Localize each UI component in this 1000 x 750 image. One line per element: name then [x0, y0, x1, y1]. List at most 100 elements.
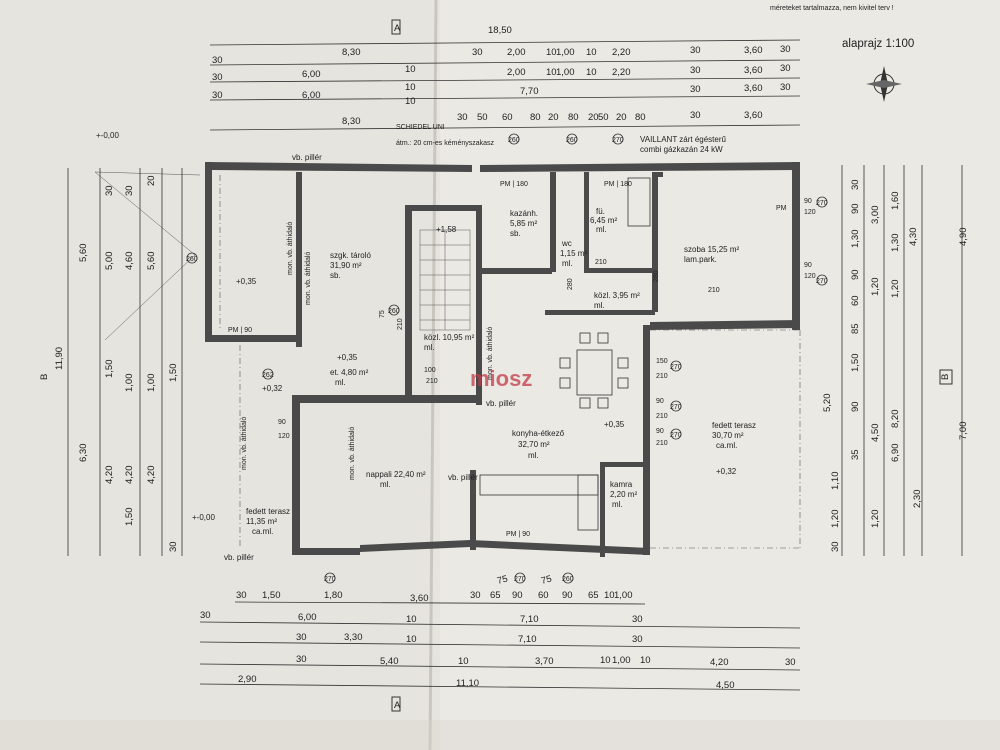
section-marker-right: B [939, 369, 953, 385]
svg-text:35: 35 [850, 449, 861, 460]
svg-text:30: 30 [212, 90, 223, 101]
svg-text:20: 20 [588, 112, 599, 123]
svg-text:4,60: 4,60 [124, 252, 135, 271]
svg-text:1,00: 1,00 [614, 590, 633, 601]
svg-text:30,70 m²: 30,70 m² [712, 431, 744, 440]
svg-text:11,90: 11,90 [54, 347, 65, 370]
svg-text:30: 30 [457, 112, 468, 123]
svg-text:5,20: 5,20 [822, 394, 833, 413]
svg-text:210: 210 [656, 373, 668, 380]
opening-numbers: 280 210 280 210 90 120 90 120 150 210 90… [278, 198, 816, 447]
svg-text:kazánh.: kazánh. [510, 209, 538, 218]
svg-text:90: 90 [804, 262, 812, 269]
svg-text:30: 30 [632, 634, 643, 645]
svg-text:75: 75 [379, 310, 386, 318]
level-terrace-left: +0,32 [262, 384, 283, 393]
overall-width: 18,50 [488, 25, 512, 36]
section-marker-left: B [39, 374, 50, 380]
north-arrow-icon [866, 66, 902, 102]
chimney-note: SCHIEDEL UNI [396, 124, 445, 131]
svg-text:6,30: 6,30 [78, 444, 89, 463]
svg-text:30: 30 [830, 541, 841, 552]
room-bath: fü. 6,45 m² ml. [590, 207, 617, 234]
svg-text:2,20: 2,20 [612, 67, 631, 78]
window-pm-bottom: PM | 90 [506, 531, 530, 538]
svg-text:ml.: ml. [562, 259, 573, 268]
svg-text:5,00: 5,00 [104, 252, 115, 271]
window-pm-bath: PM | 180 [604, 181, 632, 188]
svg-text:6,90: 6,90 [890, 444, 901, 463]
svg-text:1,15 m²: 1,15 m² [560, 249, 587, 258]
svg-text:210: 210 [656, 440, 668, 447]
top-dimension-chains: 18,50 8,30 30 2,00 10 1,00 10 2,20 30 3,… [209, 25, 801, 131]
svg-text:270: 270 [324, 576, 336, 583]
svg-text:2,90: 2,90 [238, 674, 257, 685]
section-marker-bottom: A [391, 696, 401, 712]
level-garden: +-0,00 [192, 513, 215, 522]
svg-text:10: 10 [604, 590, 615, 601]
svg-text:ml.: ml. [335, 378, 346, 387]
svg-text:4,50: 4,50 [716, 680, 735, 691]
svg-text:50: 50 [477, 112, 488, 123]
svg-text:10: 10 [586, 67, 597, 78]
svg-text:6,00: 6,00 [298, 612, 317, 623]
svg-text:31,90 m²: 31,90 m² [330, 261, 362, 270]
svg-text:3,00: 3,00 [870, 206, 881, 225]
window-pm-storage: PM | 90 [228, 327, 252, 334]
svg-text:270: 270 [816, 200, 828, 207]
opening-circles: 260 260 270 270 270 260 270 260 270 270 … [186, 133, 828, 584]
svg-text:90: 90 [656, 428, 664, 435]
svg-text:65: 65 [588, 590, 599, 601]
svg-text:4,20: 4,20 [124, 466, 135, 485]
svg-text:30: 30 [168, 541, 179, 552]
svg-text:1,00: 1,00 [556, 67, 575, 78]
svg-text:30: 30 [296, 654, 307, 665]
svg-text:10: 10 [406, 634, 417, 645]
left-dimension-chains: 11,90 5,60 6,30 30 5,00 1,50 4,20 30 4,6… [54, 168, 183, 556]
svg-text:szgk. tároló: szgk. tároló [330, 251, 371, 260]
svg-text:270: 270 [670, 404, 682, 411]
svg-text:10: 10 [546, 67, 557, 78]
svg-text:260: 260 [566, 137, 578, 144]
svg-text:11,35 m²: 11,35 m² [246, 517, 277, 526]
svg-text:270: 270 [670, 364, 682, 371]
room-entry: et. 4,80 m² ml. [330, 368, 369, 387]
svg-text:közl. 10,95 m²: közl. 10,95 m² [424, 333, 475, 342]
svg-text:ml.: ml. [424, 343, 435, 352]
svg-text:2,00: 2,00 [507, 67, 526, 78]
svg-text:30: 30 [780, 63, 791, 74]
svg-text:30: 30 [690, 65, 701, 76]
svg-text:fedett terasz: fedett terasz [712, 421, 756, 430]
svg-text:közl. 3,95 m²: közl. 3,95 m² [594, 291, 640, 300]
svg-text:90: 90 [562, 590, 573, 601]
svg-text:262: 262 [262, 372, 274, 379]
svg-text:30: 30 [470, 590, 481, 601]
svg-text:260: 260 [388, 308, 400, 315]
svg-text:3,60: 3,60 [744, 45, 763, 56]
svg-text:1,00: 1,00 [124, 374, 135, 393]
svg-text:10: 10 [405, 82, 416, 93]
svg-text:2,00: 2,00 [507, 47, 526, 58]
svg-text:nappali 22,40 m²: nappali 22,40 m² [366, 470, 426, 479]
svg-text:270: 270 [612, 137, 624, 144]
level-stair: +1,58 [436, 225, 457, 234]
svg-text:5,60: 5,60 [146, 252, 157, 271]
svg-text:260: 260 [186, 256, 198, 263]
svg-text:ca.ml.: ca.ml. [716, 441, 737, 450]
chimney-note-detail: átm.: 20 cm-es kéményszakasz [396, 140, 495, 147]
svg-text:10: 10 [405, 64, 416, 75]
svg-text:1,50: 1,50 [168, 364, 179, 383]
svg-text:30: 30 [690, 45, 701, 56]
room-pantry: kamra 2,20 m² ml. [610, 480, 637, 509]
svg-text:210: 210 [708, 287, 720, 294]
svg-text:A: A [394, 23, 401, 34]
window-pm-boiler: PM | 180 [500, 181, 528, 188]
svg-text:120: 120 [804, 209, 816, 216]
svg-text:1,00: 1,00 [146, 374, 157, 393]
svg-text:90: 90 [850, 401, 861, 412]
staircase [419, 229, 471, 331]
left-diagonal-marks [94, 171, 201, 341]
svg-text:10: 10 [586, 47, 597, 58]
svg-text:ml.: ml. [594, 301, 605, 310]
